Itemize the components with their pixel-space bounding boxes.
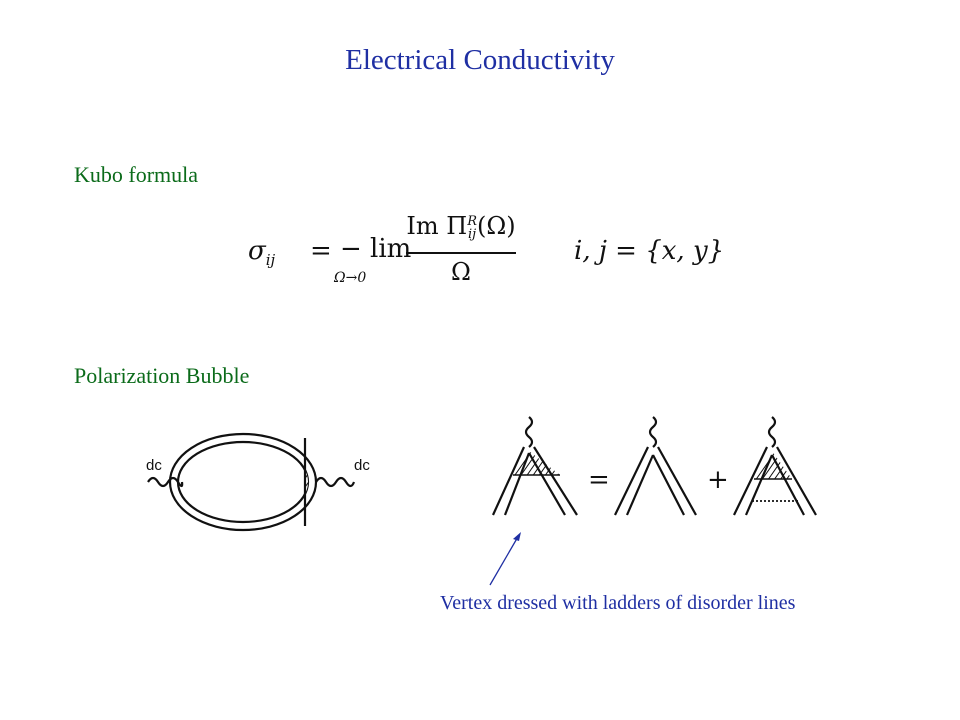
formula-equals: = bbox=[310, 236, 332, 266]
formula-lim-subscript: Ω→0 bbox=[334, 270, 367, 286]
polarization-bubble-diagram: dc dc bbox=[146, 432, 370, 532]
vertex-equals-sign: = bbox=[588, 465, 610, 495]
formula-indices: i, j = {x, y} bbox=[574, 236, 725, 266]
fraction-denominator: Ω bbox=[451, 258, 471, 286]
kubo-formula-heading: Kubo formula bbox=[74, 162, 199, 187]
formula-lim: − lim bbox=[340, 234, 412, 264]
polarization-bubble-heading: Polarization Bubble bbox=[74, 363, 250, 388]
bare-vertex bbox=[614, 416, 697, 516]
slide-title: Electrical Conductivity bbox=[345, 44, 615, 76]
formula-sigma: σij bbox=[248, 236, 276, 270]
ladder-vertex-photon bbox=[767, 416, 777, 448]
vertex-equation: = + bbox=[489, 416, 817, 586]
annotation-arrow bbox=[489, 534, 520, 586]
right-dc-label: dc bbox=[354, 457, 370, 474]
dressed-vertex-photon bbox=[524, 416, 534, 448]
left-photon-line bbox=[147, 476, 184, 488]
dressed-vertex bbox=[491, 416, 578, 516]
feynman-diagrams: dc dc bbox=[146, 432, 370, 532]
ladder-vertex bbox=[733, 416, 817, 516]
bare-vertex-photon bbox=[648, 416, 658, 448]
fraction-bar bbox=[406, 252, 516, 254]
annotation-arrow-head bbox=[513, 532, 521, 541]
vertex-annotation: Vertex dressed with ladders of disorder … bbox=[440, 592, 796, 614]
vertex-plus-sign: + bbox=[707, 465, 729, 495]
left-dc-label: dc bbox=[146, 457, 162, 474]
right-photon-line bbox=[315, 476, 356, 488]
